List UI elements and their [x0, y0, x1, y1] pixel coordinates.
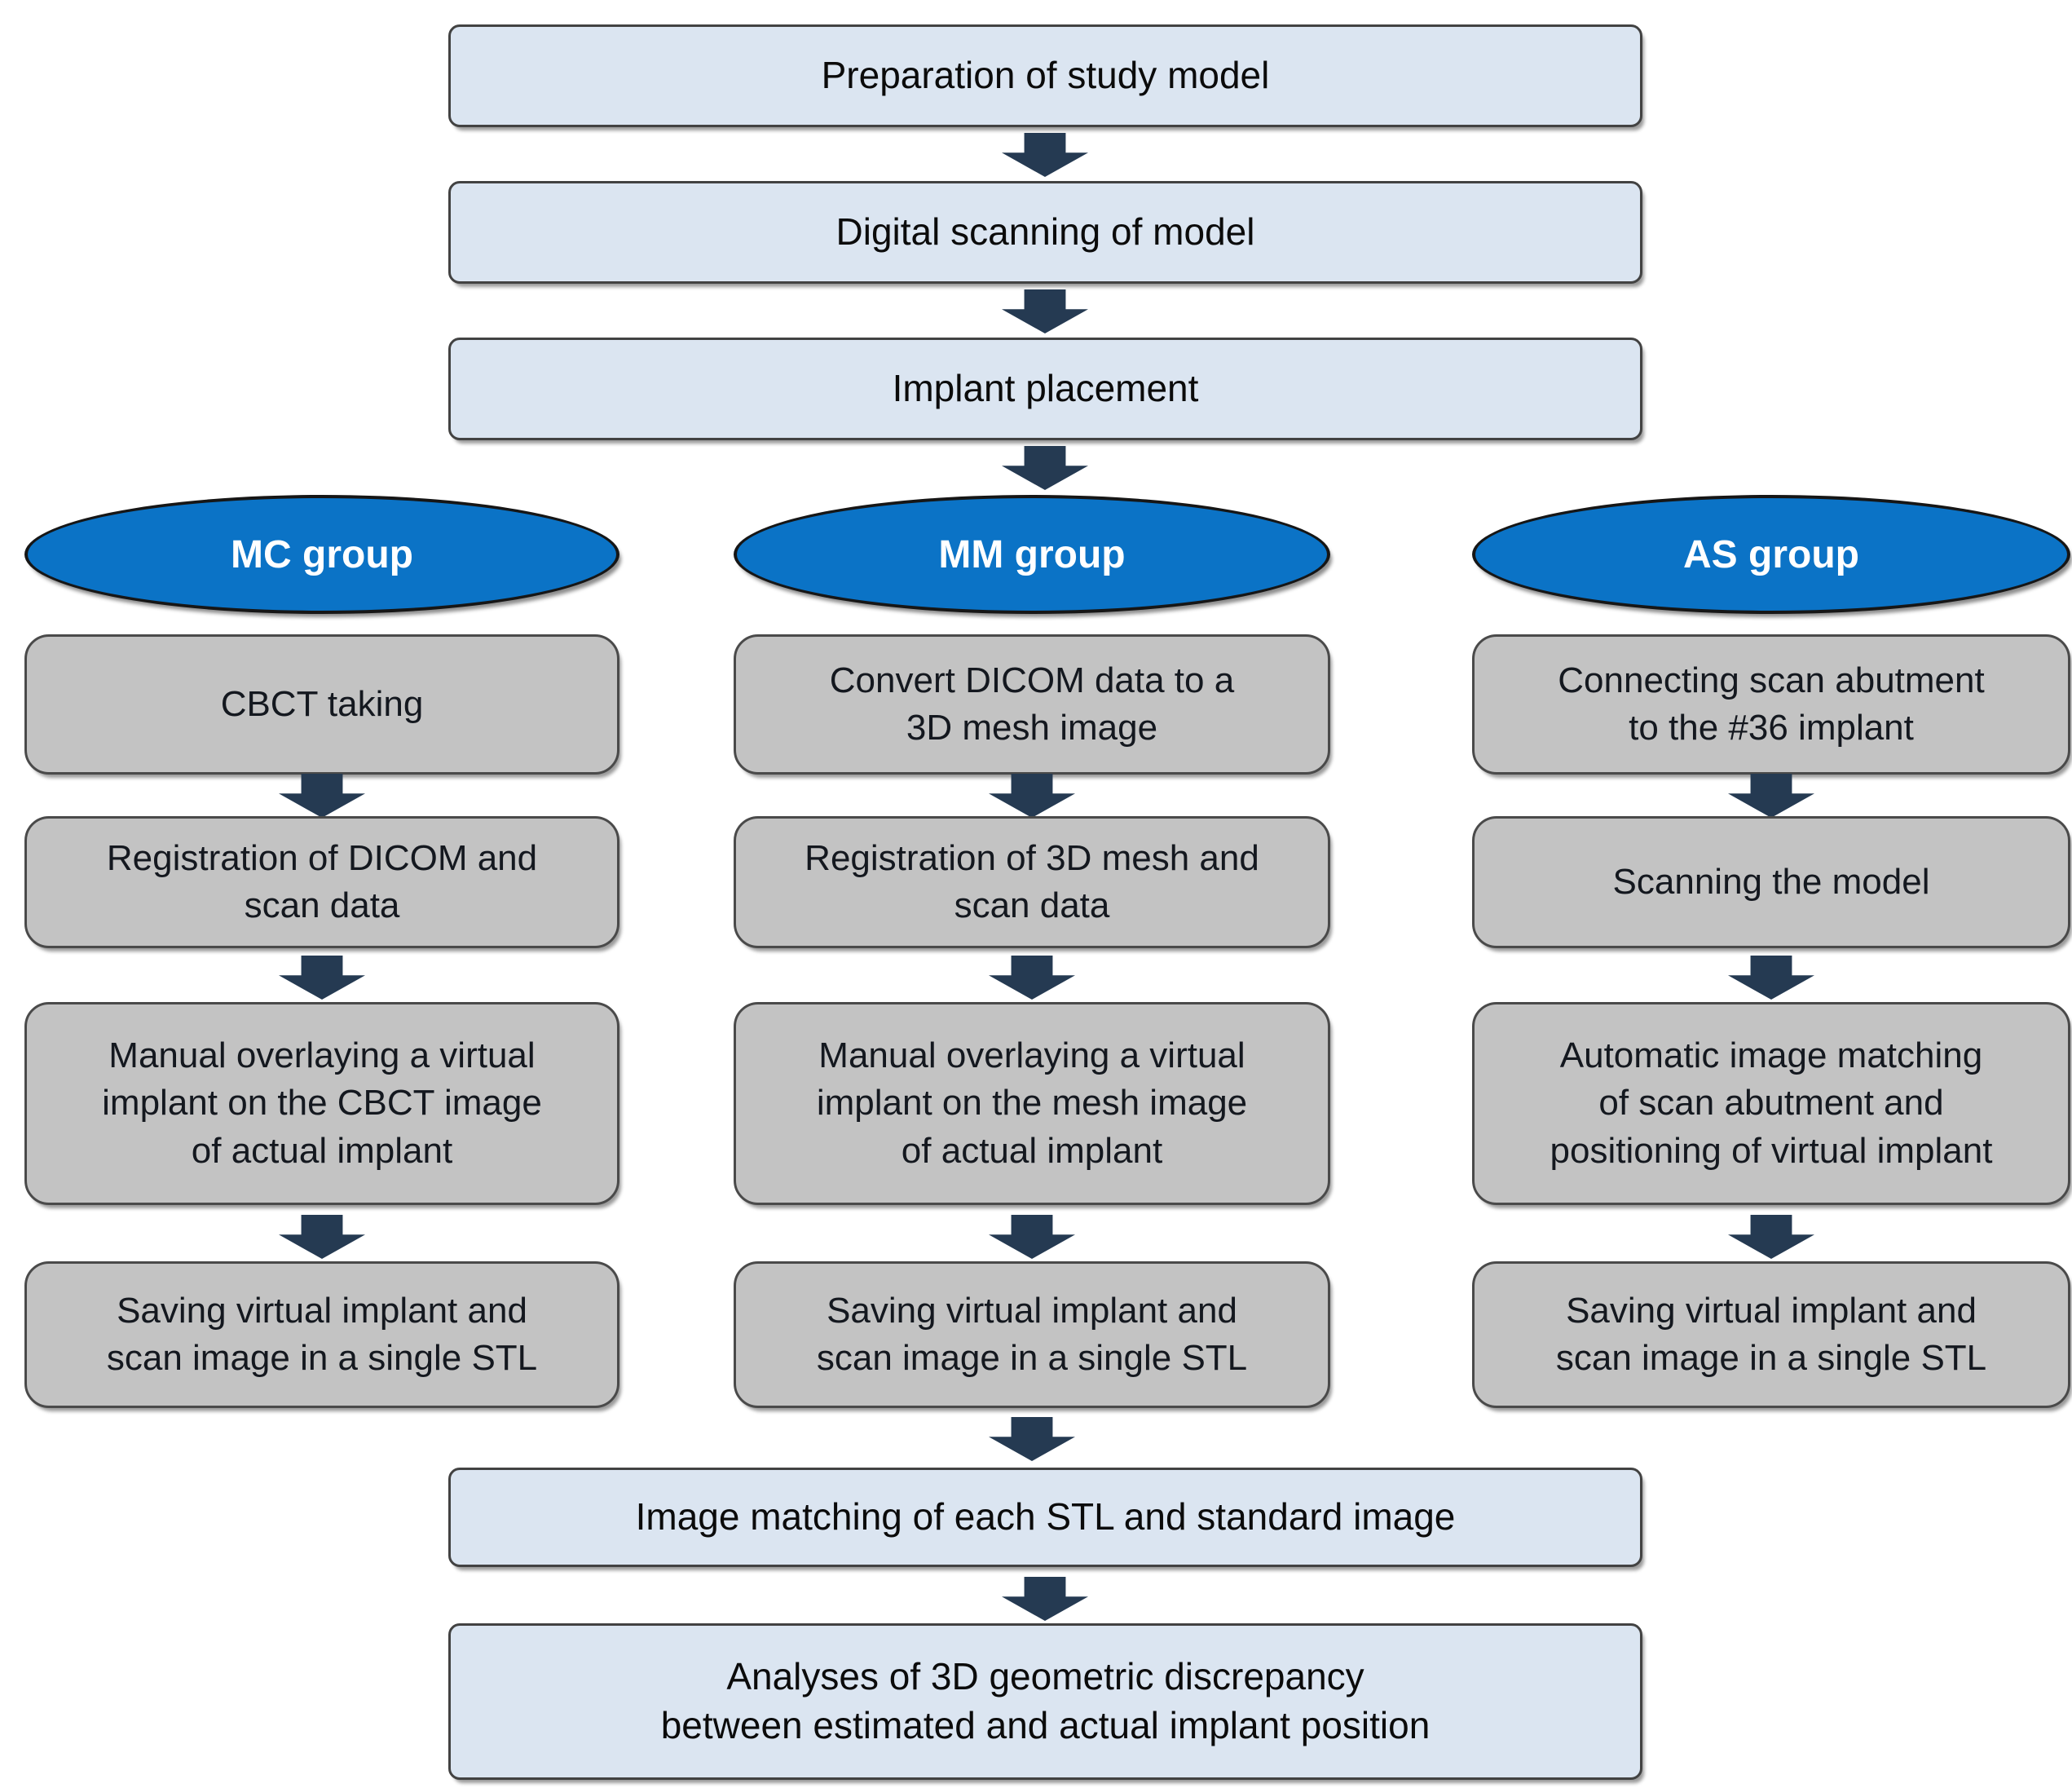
process-box-implant-placement: Implant placement: [448, 338, 1642, 440]
step-label: Convert DICOM data to a 3D mesh image: [829, 660, 1235, 748]
group-ellipse-mm: MM group: [734, 495, 1330, 614]
step-label: Registration of DICOM and scan data: [106, 837, 538, 925]
group-label-as: AS group: [1683, 532, 1859, 576]
down-arrow-icon: [1002, 133, 1088, 177]
step-box-mm-registration: Registration of 3D mesh and scan data: [734, 816, 1330, 948]
group-ellipse-as: AS group: [1472, 495, 2070, 614]
process-label-analyses: Analyses of 3D geometric discrepancy bet…: [660, 1655, 1431, 1746]
down-arrow-icon: [989, 956, 1075, 1000]
step-label: CBCT taking: [220, 683, 424, 724]
process-box-preparation: Preparation of study model: [448, 24, 1642, 127]
down-arrow-icon: [989, 774, 1075, 818]
down-arrow-icon: [1728, 956, 1814, 1000]
down-arrow-icon: [989, 1417, 1075, 1461]
step-label: Connecting scan abutment to the #36 impl…: [1558, 660, 1985, 748]
group-label-mm: MM group: [938, 532, 1126, 576]
process-box-analyses: Analyses of 3D geometric discrepancy bet…: [448, 1623, 1642, 1780]
process-box-image-matching: Image matching of each STL and standard …: [448, 1468, 1642, 1567]
step-box-mm-saving-stl: Saving virtual implant and scan image in…: [734, 1261, 1330, 1408]
process-label-preparation: Preparation of study model: [821, 54, 1270, 97]
step-box-as-automatic-matching: Automatic image matching of scan abutmen…: [1472, 1002, 2070, 1205]
step-box-mm-convert-dicom: Convert DICOM data to a 3D mesh image: [734, 634, 1330, 775]
step-box-mc-manual-overlay: Manual overlaying a virtual implant on t…: [24, 1002, 619, 1205]
step-box-mc-cbct-taking: CBCT taking: [24, 634, 619, 775]
step-label: Saving virtual implant and scan image in…: [816, 1290, 1248, 1378]
down-arrow-icon: [279, 774, 365, 818]
process-label-digital-scanning: Digital scanning of model: [835, 210, 1255, 254]
down-arrow-icon: [1728, 774, 1814, 818]
step-label: Saving virtual implant and scan image in…: [1555, 1290, 1987, 1378]
step-label: Automatic image matching of scan abutmen…: [1550, 1035, 1993, 1171]
down-arrow-icon: [279, 1215, 365, 1259]
step-label: Manual overlaying a virtual implant on t…: [102, 1035, 542, 1171]
down-arrow-icon: [1002, 289, 1088, 333]
step-box-mc-registration: Registration of DICOM and scan data: [24, 816, 619, 948]
down-arrow-icon: [1002, 446, 1088, 490]
process-label-image-matching: Image matching of each STL and standard …: [635, 1495, 1456, 1539]
step-box-as-scanning-model: Scanning the model: [1472, 816, 2070, 948]
down-arrow-icon: [279, 956, 365, 1000]
step-label: Scanning the model: [1612, 861, 1930, 902]
step-box-as-connecting-abutment: Connecting scan abutment to the #36 impl…: [1472, 634, 2070, 775]
down-arrow-icon: [1728, 1215, 1814, 1259]
process-label-implant-placement: Implant placement: [892, 367, 1199, 410]
step-label: Saving virtual implant and scan image in…: [106, 1290, 538, 1378]
step-label: Registration of 3D mesh and scan data: [805, 837, 1259, 925]
group-ellipse-mc: MC group: [24, 495, 619, 614]
step-box-as-saving-stl: Saving virtual implant and scan image in…: [1472, 1261, 2070, 1408]
down-arrow-icon: [1002, 1577, 1088, 1621]
step-label: Manual overlaying a virtual implant on t…: [816, 1035, 1248, 1171]
step-box-mm-manual-overlay: Manual overlaying a virtual implant on t…: [734, 1002, 1330, 1205]
group-label-mc: MC group: [231, 532, 413, 576]
process-box-digital-scanning: Digital scanning of model: [448, 181, 1642, 284]
down-arrow-icon: [989, 1215, 1075, 1259]
step-box-mc-saving-stl: Saving virtual implant and scan image in…: [24, 1261, 619, 1408]
